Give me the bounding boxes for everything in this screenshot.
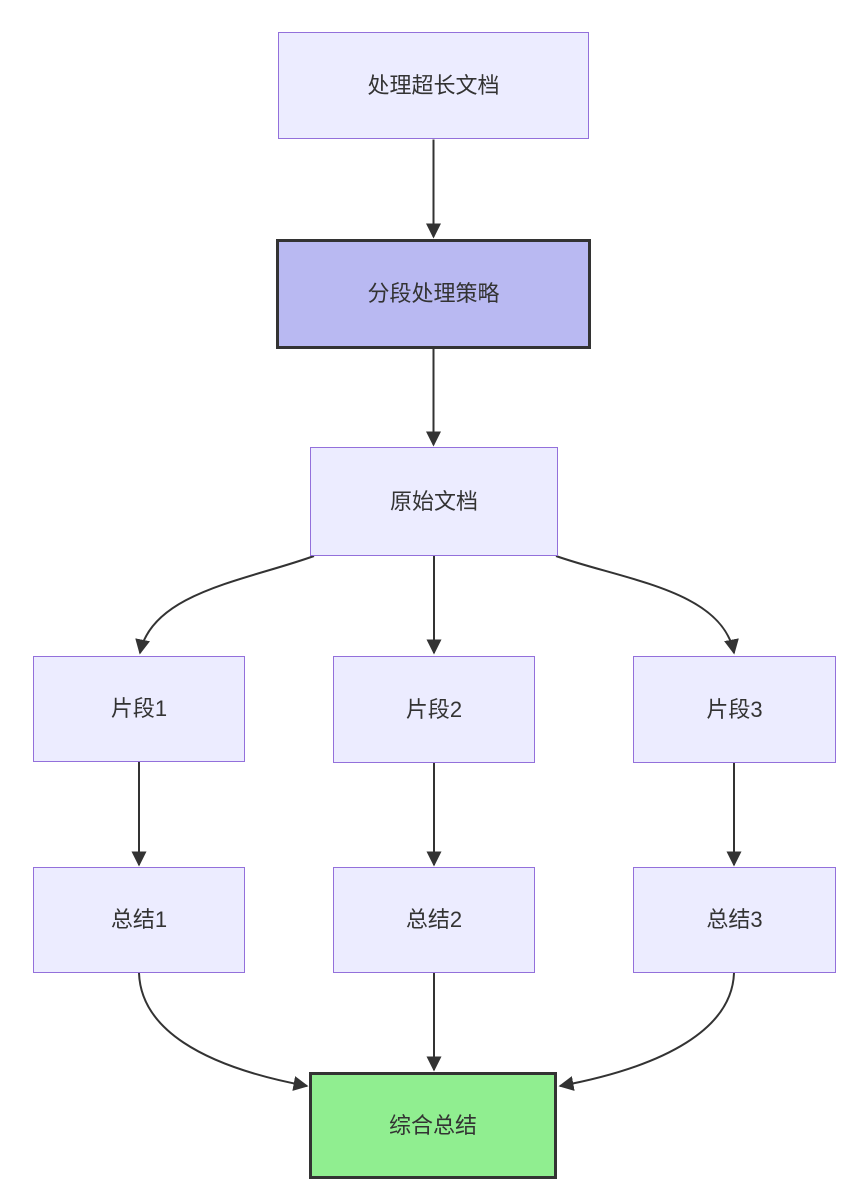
node-label: 片段3 — [706, 696, 763, 722]
node-label: 片段1 — [110, 696, 168, 721]
node-fragment-3: 片段3 — [633, 656, 836, 763]
node-label: 处理超长文档 — [367, 72, 500, 98]
node-label: 总结1 — [110, 907, 168, 932]
node-fragment-1: 片段1 — [33, 656, 245, 762]
node-segment-strategy: 分段处理策略 — [276, 239, 591, 349]
node-label: 总结3 — [706, 907, 763, 932]
node-label: 片段2 — [405, 696, 463, 722]
node-summary-3: 总结3 — [633, 867, 836, 973]
node-label: 分段处理策略 — [367, 281, 500, 306]
node-label: 综合总结 — [388, 1112, 477, 1138]
edge-summary1-to-final — [138, 972, 309, 1091]
edge-original-to-fragment3 — [555, 555, 739, 655]
node-summary-1: 总结1 — [33, 867, 245, 973]
edge-original-to-fragment1 — [135, 555, 315, 655]
node-final-summary: 综合总结 — [309, 1072, 557, 1179]
node-summary-2: 总结2 — [333, 867, 535, 973]
node-label: 原始文档 — [389, 488, 478, 514]
node-fragment-2: 片段2 — [333, 656, 535, 763]
node-original-doc: 原始文档 — [310, 447, 558, 556]
edge-summary3-to-final — [558, 972, 735, 1091]
node-label: 总结2 — [405, 907, 463, 932]
node-process-long-doc: 处理超长文档 — [278, 32, 589, 139]
